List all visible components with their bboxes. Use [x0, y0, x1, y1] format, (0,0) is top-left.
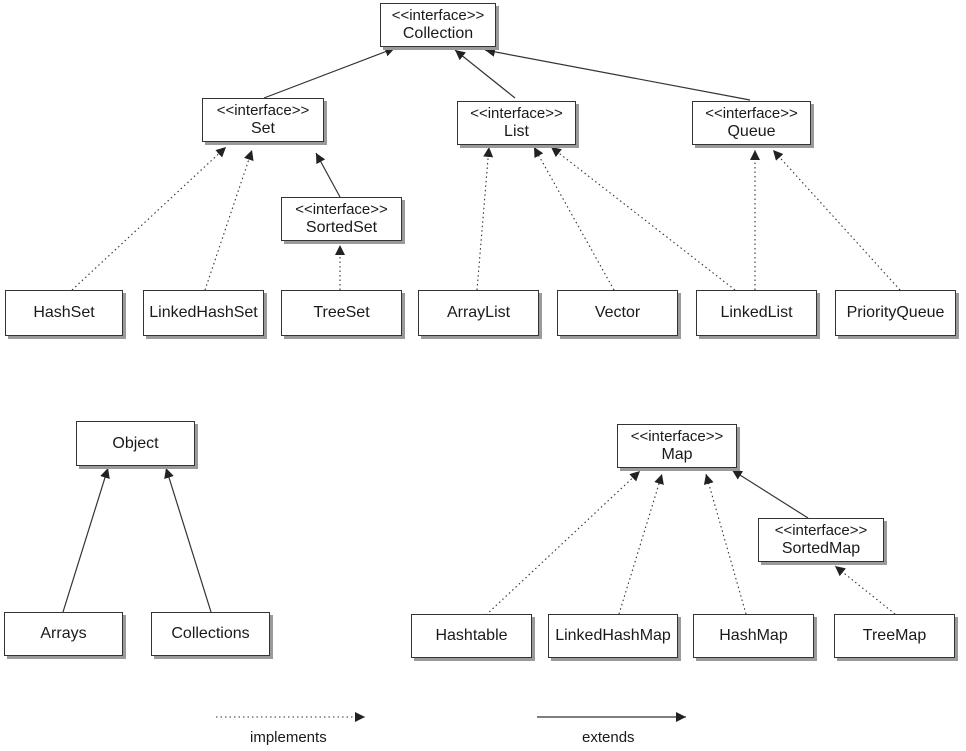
edge-linkedhashset-implements-set — [204, 149, 254, 291]
edge-set-extends-collection — [263, 46, 396, 99]
queue-interface-box: <<interface>> Queue — [692, 101, 811, 145]
node-name: Queue — [727, 123, 776, 140]
treemap-class-box: TreeMap — [834, 614, 955, 658]
edge-priorityqueue-implements-queue — [772, 149, 901, 291]
node-name: LinkedList — [720, 304, 793, 321]
linkedhashmap-class-box: LinkedHashMap — [548, 614, 678, 658]
node-name: ArrayList — [446, 304, 511, 321]
edge-hashset-implements-set — [71, 146, 227, 291]
node-name: Set — [250, 120, 275, 137]
node-name: SortedSet — [305, 219, 378, 236]
legend-implements-label: implements — [250, 729, 327, 746]
collection-interface-box: <<interface>> Collection — [380, 3, 496, 47]
edge-linkedhashmap-implements-map — [618, 473, 664, 615]
node-name: Map — [661, 446, 693, 463]
collections-class-box: Collections — [151, 612, 270, 656]
node-name: TreeMap — [862, 627, 927, 644]
node-name: PriorityQueue — [846, 304, 945, 321]
sortedset-interface-box: <<interface>> SortedSet — [281, 197, 402, 241]
edge-arrays-extends-object — [62, 467, 110, 613]
node-name: Arrays — [40, 625, 87, 642]
node-name: HashMap — [719, 627, 788, 644]
node-name: Collections — [171, 625, 250, 642]
legend-extends-label: extends — [582, 729, 635, 746]
hashtable-class-box: Hashtable — [411, 614, 532, 658]
list-interface-box: <<interface>> List — [457, 101, 576, 145]
set-interface-box: <<interface>> Set — [202, 98, 324, 142]
map-interface-box: <<interface>> Map — [617, 424, 737, 468]
node-name: List — [504, 123, 529, 140]
node-name: LinkedHashMap — [555, 627, 671, 644]
stereotype-label: <<interface>> — [391, 7, 485, 24]
node-name: Vector — [594, 304, 641, 321]
node-name: SortedMap — [781, 540, 861, 557]
node-name: Object — [112, 434, 159, 452]
treeset-class-box: TreeSet — [281, 290, 402, 336]
edge-linkedlist-implements-list — [550, 146, 736, 291]
edge-vector-implements-list — [533, 146, 615, 291]
node-name: HashSet — [33, 304, 95, 321]
stereotype-label: <<interface>> — [630, 428, 724, 445]
vector-class-box: Vector — [557, 290, 678, 336]
node-name: Hashtable — [435, 627, 508, 644]
edge-sortedset-extends-set — [315, 152, 341, 198]
sortedmap-interface-box: <<interface>> SortedMap — [758, 518, 884, 562]
stereotype-label: <<interface>> — [774, 522, 868, 539]
node-name: LinkedHashSet — [149, 304, 258, 321]
hashset-class-box: HashSet — [5, 290, 123, 336]
stereotype-label: <<interface>> — [295, 201, 388, 218]
linkedhashset-class-box: LinkedHashSet — [143, 290, 264, 336]
edge-queue-extends-collection — [484, 46, 751, 101]
node-name: Collection — [402, 25, 474, 42]
edge-hashmap-implements-map — [703, 473, 747, 615]
object-class-box: Object — [76, 421, 195, 466]
linkedlist-class-box: LinkedList — [696, 290, 817, 336]
stereotype-label: <<interface>> — [470, 105, 563, 122]
node-name: TreeSet — [313, 304, 370, 321]
hashmap-class-box: HashMap — [693, 614, 814, 658]
stereotype-label: <<interface>> — [216, 102, 310, 119]
stereotype-label: <<interface>> — [705, 105, 798, 122]
priorityqueue-class-box: PriorityQueue — [835, 290, 956, 336]
edge-arraylist-implements-list — [476, 146, 494, 291]
edge-treemap-implements-sortedmap — [834, 565, 896, 615]
arraylist-class-box: ArrayList — [418, 290, 539, 336]
arrays-class-box: Arrays — [4, 612, 123, 656]
edge-collections-extends-object — [164, 467, 212, 613]
edge-list-extends-collection — [454, 49, 516, 99]
edge-hashtable-implements-map — [485, 470, 641, 616]
edge-sortedmap-extends-map — [731, 469, 809, 519]
